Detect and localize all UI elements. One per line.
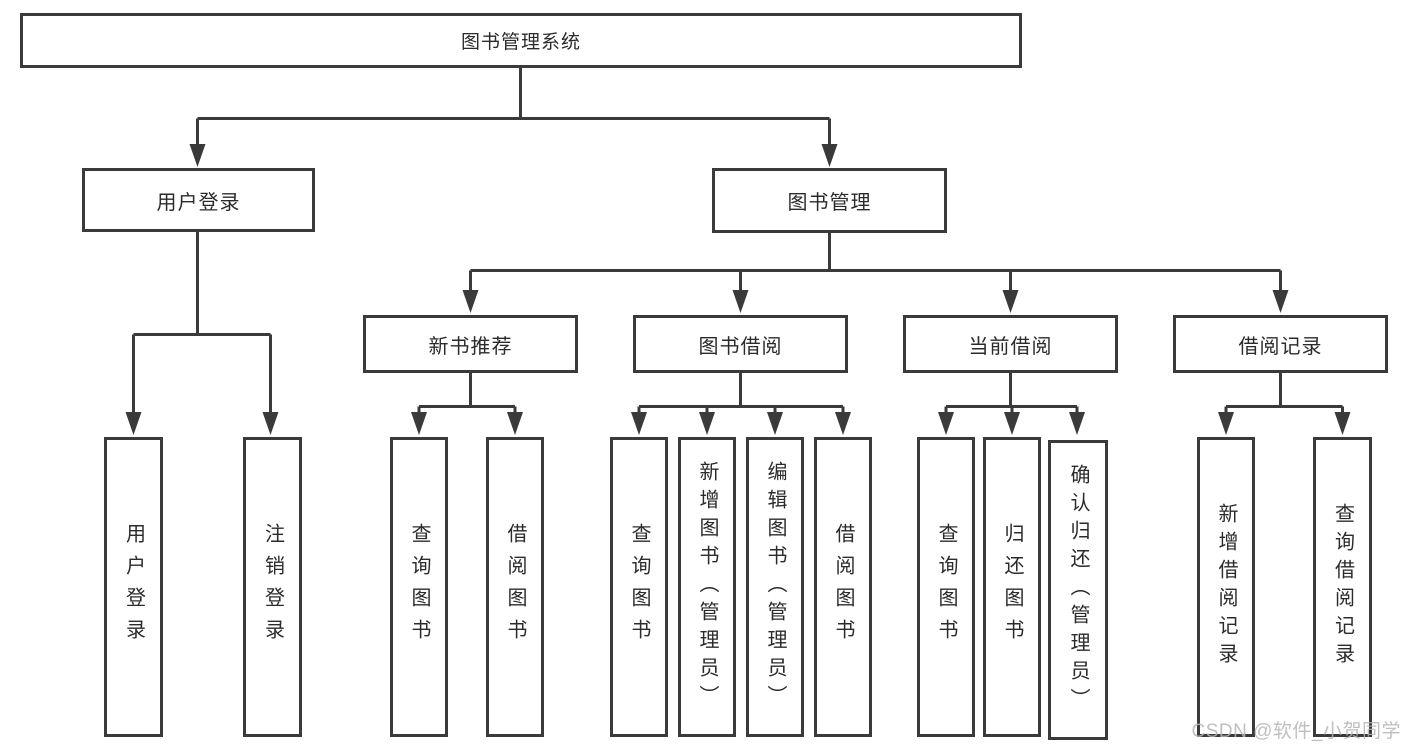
node-new-book-recommend: 新书推荐	[363, 315, 578, 373]
node-book-borrow: 图书借阅	[633, 315, 848, 373]
leaf-bb-edit-books: 编辑图书（管理员）	[746, 437, 804, 737]
node-book-management: 图书管理	[712, 168, 947, 233]
csdn-watermark: CSDN @软件_小贺同学	[1191, 721, 1401, 742]
leaf-br-query-record-label: 查询借阅记录	[1331, 503, 1354, 671]
leaf-br-add-record: 新增借阅记录	[1197, 437, 1255, 737]
leaf-user-login-label: 用户登录	[122, 523, 145, 651]
leaf-logout-label: 注销登录	[261, 523, 284, 651]
node-book-borrow-label: 图书借阅	[698, 335, 783, 358]
leaf-user-login: 用户登录	[104, 437, 163, 737]
leaf-br-add-record-label: 新增借阅记录	[1215, 503, 1237, 671]
node-root: 图书管理系统	[20, 13, 1022, 68]
node-current-borrow: 当前借阅	[903, 315, 1118, 373]
arrowhead-icons	[125, 144, 1351, 435]
node-current-borrow-label: 当前借阅	[968, 335, 1053, 358]
leaf-bb-add-books: 新增图书（管理员）	[678, 437, 736, 737]
node-borrow-record-label: 借阅记录	[1238, 335, 1323, 358]
leaf-cb-query-books-label: 查询图书	[935, 523, 957, 651]
leaf-bb-borrow-books-label: 借阅图书	[832, 523, 854, 651]
leaf-cb-return-books: 归还图书	[983, 437, 1041, 737]
leaf-logout: 注销登录	[243, 437, 302, 737]
leaf-bb-borrow-books: 借阅图书	[814, 437, 872, 737]
leaf-cb-return-books-label: 归还图书	[1001, 523, 1023, 651]
leaf-bb-query-books: 查询图书	[610, 437, 668, 737]
node-book-management-label: 图书管理	[787, 192, 872, 214]
leaf-nbr-query-books: 查询图书	[390, 437, 448, 737]
node-new-book-recommend-label: 新书推荐	[428, 335, 513, 358]
leaf-cb-confirm-return: 确认归还（管理员）	[1048, 440, 1108, 740]
node-borrow-record: 借阅记录	[1173, 315, 1388, 373]
leaf-nbr-borrow-books: 借阅图书	[486, 437, 544, 737]
leaf-nbr-borrow-books-label: 借阅图书	[504, 523, 526, 651]
leaf-bb-query-books-label: 查询图书	[628, 523, 650, 651]
node-root-label: 图书管理系统	[460, 32, 581, 53]
leaf-nbr-query-books-label: 查询图书	[408, 523, 430, 651]
node-user-login: 用户登录	[82, 168, 315, 232]
leaf-br-query-record: 查询借阅记录	[1313, 437, 1372, 737]
leaf-bb-add-books-label: 新增图书（管理员）	[696, 461, 718, 713]
leaf-cb-query-books: 查询图书	[917, 437, 975, 737]
node-user-login-label: 用户登录	[156, 191, 241, 214]
leaf-cb-confirm-return-label: 确认归还（管理员）	[1067, 464, 1089, 716]
leaf-bb-edit-books-label: 编辑图书（管理员）	[764, 461, 786, 713]
